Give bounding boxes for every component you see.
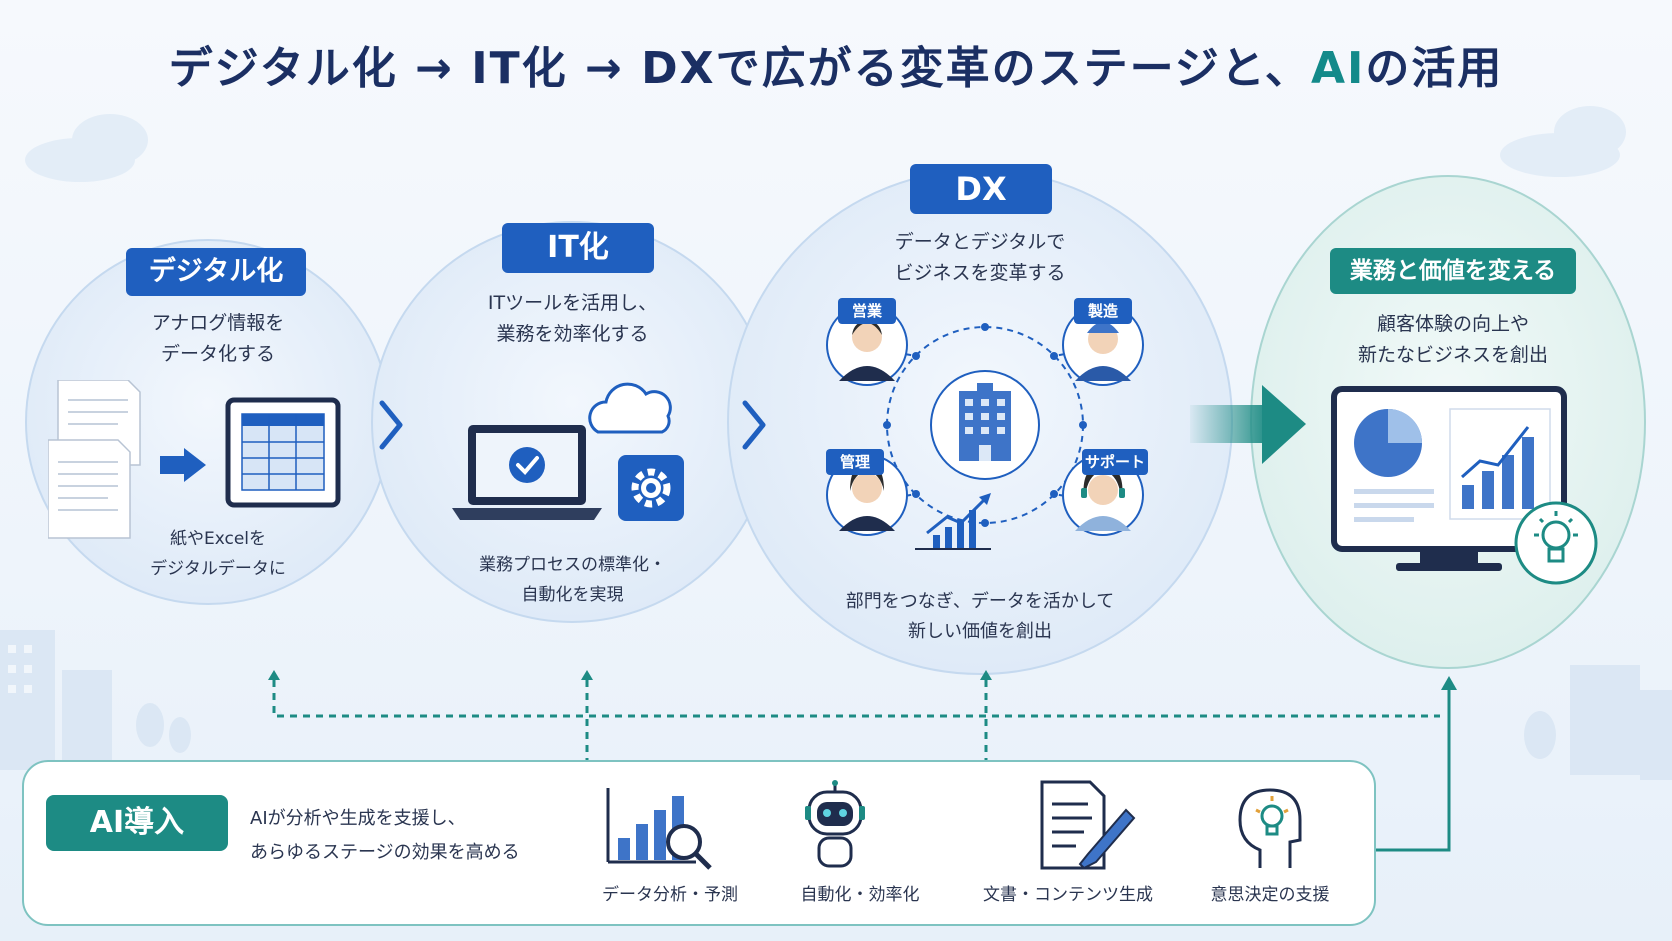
ai-feature-label-automation: 自動化・効率化	[800, 885, 920, 905]
stage-badge-digitization: デジタル化	[126, 248, 306, 296]
laptop-icon	[452, 425, 602, 520]
arrow-right-icon	[160, 448, 206, 482]
person-admin-icon	[826, 454, 908, 536]
robot-icon	[805, 780, 865, 868]
person-manufacturing-icon	[1062, 304, 1144, 386]
ai-feature-label-decision: 意思決定の支援	[1210, 885, 1330, 905]
pie-chart-icon	[1354, 409, 1422, 477]
stage-caption-digitization: 紙やExcelを デジタルデータに	[150, 529, 286, 579]
stage-badge-it: IT化	[502, 223, 654, 273]
page-title: デジタル化 → IT化 → DXで広がる変革のステージと、AIの活用	[168, 43, 1504, 94]
ai-description: AIが分析や生成を支援し、 あらゆるステージの効果を高める	[250, 808, 520, 863]
office-building-icon	[930, 370, 1040, 480]
person-support-icon	[1062, 454, 1144, 536]
gear-icon	[618, 455, 684, 521]
bar-chart-icon	[1449, 408, 1551, 520]
stage-badge-dx: DX	[910, 164, 1052, 214]
stage-description-dx: データとデジタルで ビジネスを変革する	[894, 231, 1066, 284]
transform-arrow-icon	[1190, 385, 1306, 464]
dept-label-sales: 営業	[838, 298, 896, 324]
it-tools-illustration	[452, 382, 684, 521]
stage-caption-it: 業務プロセスの標準化・ 自動化を実現	[479, 555, 666, 605]
dept-label-manufacturing: 製造	[1074, 298, 1132, 324]
stage-description-value: 顧客体験の向上や 新たなビジネスを創出	[1357, 313, 1548, 366]
ai-badge: AI導入	[46, 795, 228, 851]
check-circle-icon	[509, 447, 545, 483]
dx-network-diagram	[826, 304, 1144, 550]
stage-caption-dx: 部門をつなぎ、データを活かして 新しい価値を創出	[845, 591, 1115, 642]
stage-badge-value: 業務と価値を変える	[1330, 248, 1576, 294]
ai-feature-icons	[606, 780, 1302, 870]
cloud-icon	[588, 382, 672, 434]
paper-documents-icon	[48, 380, 141, 539]
paper-to-spreadsheet-illustration	[48, 380, 341, 539]
lightbulb-icon	[1514, 501, 1598, 585]
dashboard-monitor-illustration	[1331, 386, 1598, 585]
chart-magnifier-icon	[606, 788, 712, 870]
dept-label-support: サポート	[1082, 449, 1148, 475]
chevron-right-icon	[742, 400, 766, 450]
dept-label-admin: 管理	[826, 449, 884, 475]
head-lightbulb-icon	[1238, 788, 1302, 868]
stage-description-digitization: アナログ情報を データ化する	[151, 312, 285, 365]
spreadsheet-icon	[225, 397, 341, 508]
document-pen-icon	[1040, 780, 1136, 870]
ai-feature-label-content: 文書・コンテンツ生成	[983, 885, 1153, 905]
chevron-right-icon	[379, 400, 403, 450]
growth-chart-icon	[915, 493, 991, 550]
ai-feature-label-analysis: データ分析・予測	[602, 885, 738, 905]
stage-description-it: ITツールを活用し、 業務を効率化する	[487, 292, 658, 345]
